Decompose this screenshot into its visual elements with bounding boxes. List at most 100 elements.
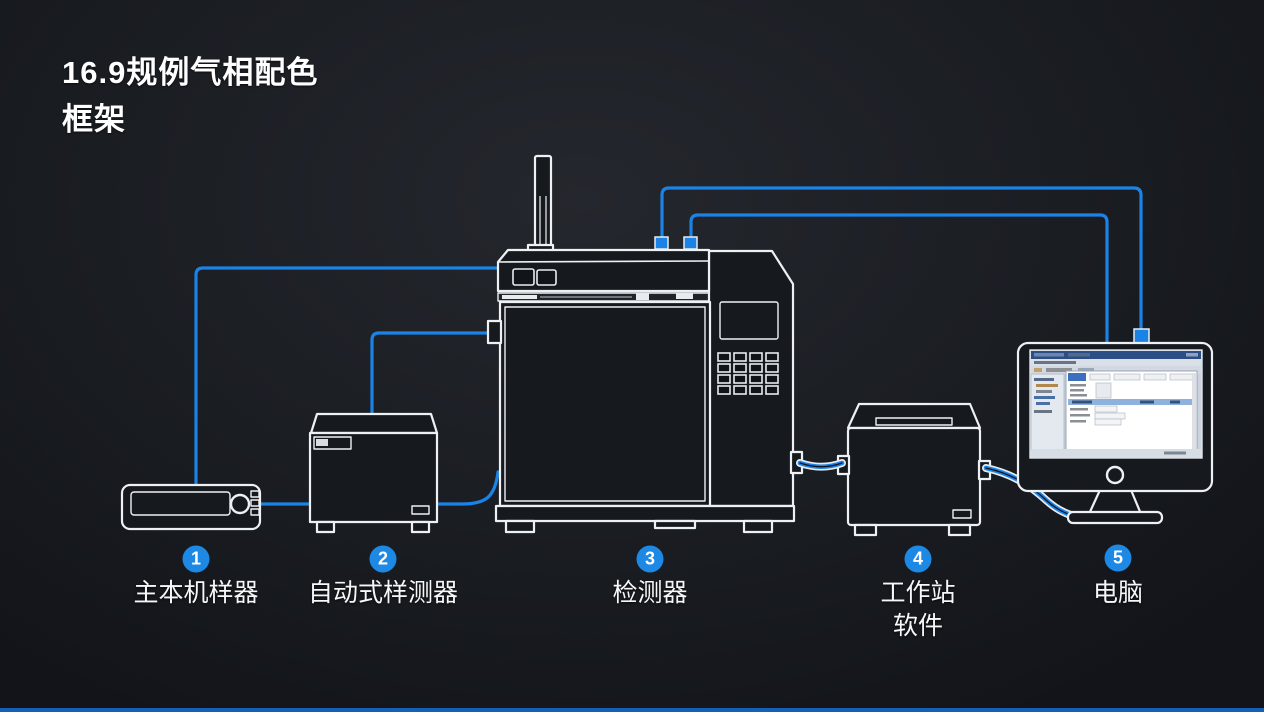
- screen-toolbar-icon: [1078, 368, 1094, 372]
- device-computer: [1016, 341, 1214, 525]
- gc-deck-button: [512, 268, 535, 286]
- gc-port1-plug-icon: [654, 236, 669, 250]
- wire-host-to-gc: [194, 266, 504, 500]
- device-gc-detector: [486, 154, 804, 534]
- gc-deck-button: [536, 269, 557, 286]
- monitor-screen-software: [1029, 349, 1203, 459]
- badge-4: 4: [904, 545, 932, 573]
- screen-menu-text: [1034, 361, 1076, 364]
- gc-keypad: [717, 352, 779, 395]
- bottom-accent-bar: [0, 708, 1264, 712]
- workstation-vent: [952, 509, 972, 519]
- autosampler-foot: [315, 520, 336, 534]
- badge-5-number: 5: [1112, 547, 1123, 568]
- screen-tree-item: [1036, 390, 1052, 393]
- label-main-host-sampler: 主本机样器: [133, 579, 259, 607]
- screen-button-column: [1095, 382, 1112, 399]
- badge-4-number: 4: [912, 548, 923, 569]
- autosampler-vent: [411, 505, 430, 515]
- monitor-logo-icon: [1105, 465, 1125, 485]
- screen-form-field: [1094, 418, 1122, 426]
- gc-foot: [504, 519, 536, 534]
- screen-form-field: [1094, 405, 1118, 413]
- badge-2-number: 2: [377, 548, 388, 569]
- screen-statusbar: [1031, 449, 1201, 457]
- screen-selected-row-text: [1072, 400, 1092, 404]
- connection-wires: [194, 186, 1150, 506]
- page-title-line2: 框架: [62, 101, 126, 137]
- screen-titlebar-text: [1034, 353, 1064, 357]
- screen-subtoolbar-box: [1113, 373, 1141, 381]
- device-autosampler: [308, 412, 439, 534]
- label-workstation-line1: 工作站: [880, 579, 956, 607]
- host-button: [250, 499, 260, 507]
- badge-3-number: 3: [644, 548, 655, 569]
- workstation-slot: [875, 417, 953, 426]
- gc-left-connector: [486, 319, 503, 345]
- badge-2: 2: [369, 545, 397, 573]
- page-title: 16.9规例气相配色 框架: [62, 50, 318, 143]
- autosampler-body: [308, 431, 439, 524]
- screen-subtoolbar-box: [1089, 373, 1111, 381]
- monitor-base: [1066, 510, 1164, 525]
- gc-display: [719, 301, 779, 340]
- screen-form-text: [1070, 420, 1086, 423]
- screen-scrollbar: [1192, 373, 1196, 453]
- gc-injector-tower: [533, 154, 553, 250]
- gc-port2-plug-icon: [683, 236, 698, 250]
- wire-gc-port2-to-monitor: [689, 213, 1109, 347]
- screen-row-text: [1070, 394, 1087, 397]
- screen-statusbar-text: [1164, 451, 1186, 455]
- screen-toolbar-icon: [1046, 368, 1072, 372]
- gc-seam-mark: [636, 293, 649, 300]
- label-workstation-line2: 软件: [892, 611, 944, 640]
- monitor-plug-icon: [1133, 328, 1150, 344]
- screen-window-buttons: [1186, 353, 1198, 357]
- autosampler-panel: [313, 436, 352, 450]
- label-workstation: 工作站 软件: [880, 577, 955, 642]
- screen-tree-item: [1034, 378, 1054, 381]
- screen-form-field: [1094, 412, 1126, 420]
- badge-3: 3: [636, 545, 664, 573]
- gc-seam-mark: [502, 295, 537, 299]
- badge-5: 5: [1104, 544, 1132, 572]
- gc-plinth: [494, 504, 796, 523]
- label-autosampler: 自动式样测器: [307, 579, 459, 607]
- screen-tree-item: [1036, 402, 1050, 405]
- host-button: [250, 508, 260, 516]
- screen-titlebar: [1031, 351, 1201, 359]
- autosampler-display: [316, 439, 328, 446]
- screen-tree-item: [1034, 396, 1055, 399]
- label-detector: 检测器: [612, 579, 688, 607]
- workstation-foot: [853, 523, 878, 537]
- host-knob-icon: [229, 493, 251, 515]
- gc-plinth-step: [653, 519, 697, 530]
- wire-gc-port1-to-monitor: [660, 186, 1143, 334]
- gc-oven-door: [504, 306, 706, 502]
- screen-row-text: [1070, 389, 1084, 392]
- gc-foot: [742, 519, 774, 534]
- gc-oven-body: [498, 300, 712, 508]
- screen-titlebar-text: [1068, 353, 1090, 357]
- screen-subtoolbar-box: [1143, 373, 1167, 381]
- badge-1-number: 1: [190, 548, 201, 569]
- cable-gc-to-workstation-split: [799, 462, 843, 468]
- device-workstation: [836, 402, 992, 537]
- screen-subtoolbar-box: [1169, 373, 1195, 381]
- wire-autosampler-to-gc: [370, 331, 494, 428]
- screen-selected-row: [1068, 399, 1195, 405]
- gc-top-deck-edge: [497, 260, 710, 263]
- screen-tree-item: [1036, 384, 1058, 387]
- screen-toolbar: [1031, 366, 1201, 374]
- screen-selected-row-text: [1140, 400, 1154, 404]
- screen-row-text: [1070, 384, 1086, 387]
- monitor-stand: [1087, 488, 1143, 516]
- device-main-host-sampler: [120, 483, 262, 531]
- autosampler-lid: [309, 412, 439, 435]
- screen-subtoolbar-active: [1068, 373, 1086, 381]
- screen-selected-row-text: [1170, 400, 1180, 404]
- wire-host-side-to-gc: [254, 470, 500, 506]
- workstation-foot: [947, 523, 972, 537]
